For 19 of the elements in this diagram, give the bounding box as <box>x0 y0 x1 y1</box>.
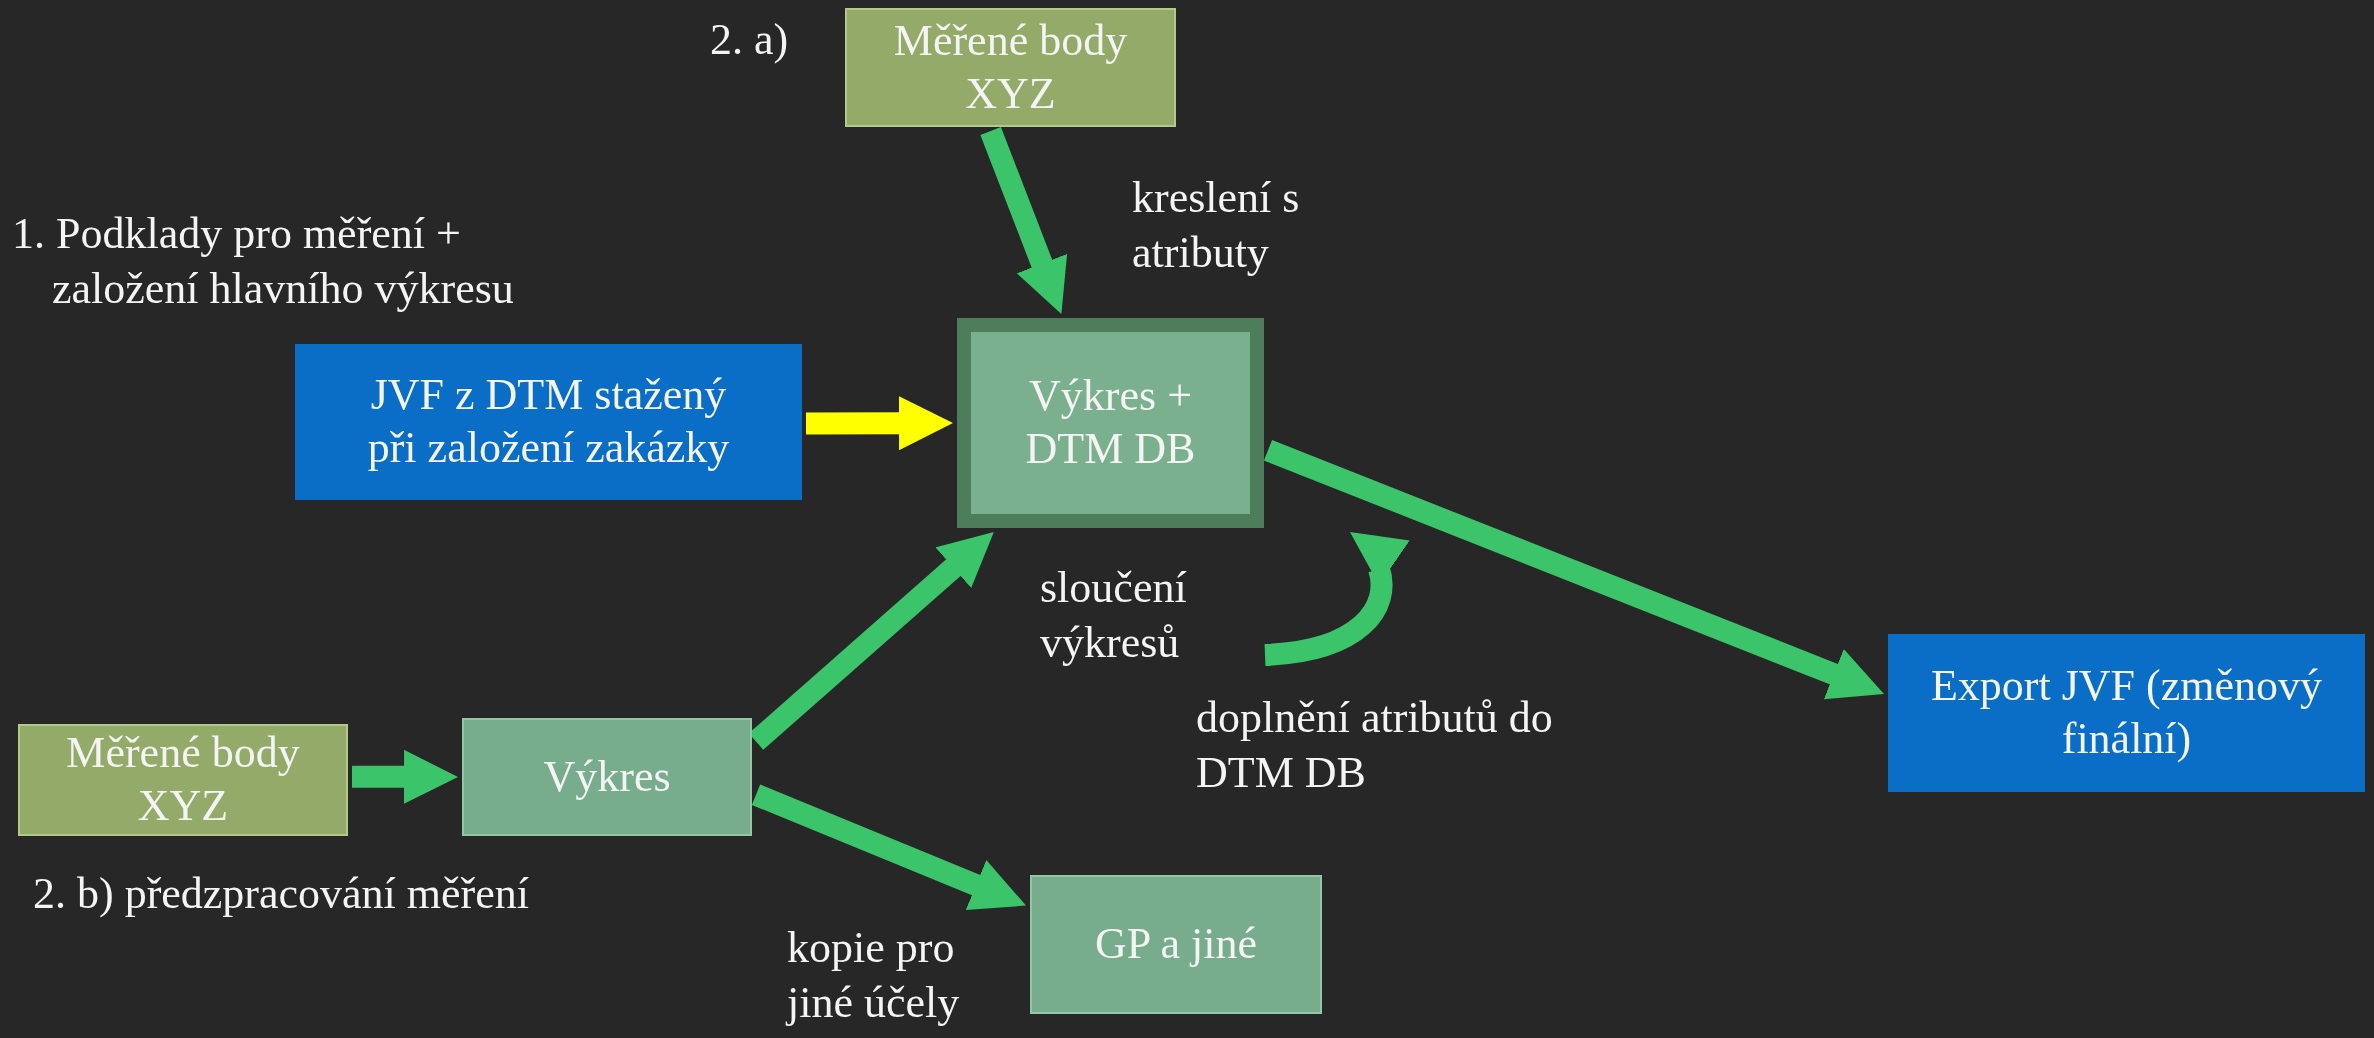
node-text: Měřené body XYZ <box>892 14 1129 120</box>
database-box <box>957 318 1264 528</box>
arrow <box>805 396 954 451</box>
step-label: 2. a) <box>710 14 789 66</box>
node-text: Měřené body XYZ <box>65 727 301 832</box>
step-label: 2. b) předzpracování měření <box>33 868 529 920</box>
node-text: Výkres <box>543 750 671 803</box>
node-text: GP a jiné <box>1094 918 1258 971</box>
source-box <box>295 344 802 500</box>
step-heading: 1. Podklady pro měření + založení hlavního výkresu <box>12 208 515 315</box>
process-box <box>462 718 752 836</box>
node-text: Export JVF (změnový finální) <box>1929 660 2324 765</box>
node-text: JVF z DTM stažený při založení zakázky <box>366 369 731 474</box>
data-box <box>18 724 348 836</box>
data-box <box>845 8 1176 127</box>
process-box <box>1030 875 1322 1014</box>
node-text: Výkres + DTM DB <box>1024 370 1197 475</box>
arrow <box>351 749 459 804</box>
output-box <box>1888 634 2365 792</box>
